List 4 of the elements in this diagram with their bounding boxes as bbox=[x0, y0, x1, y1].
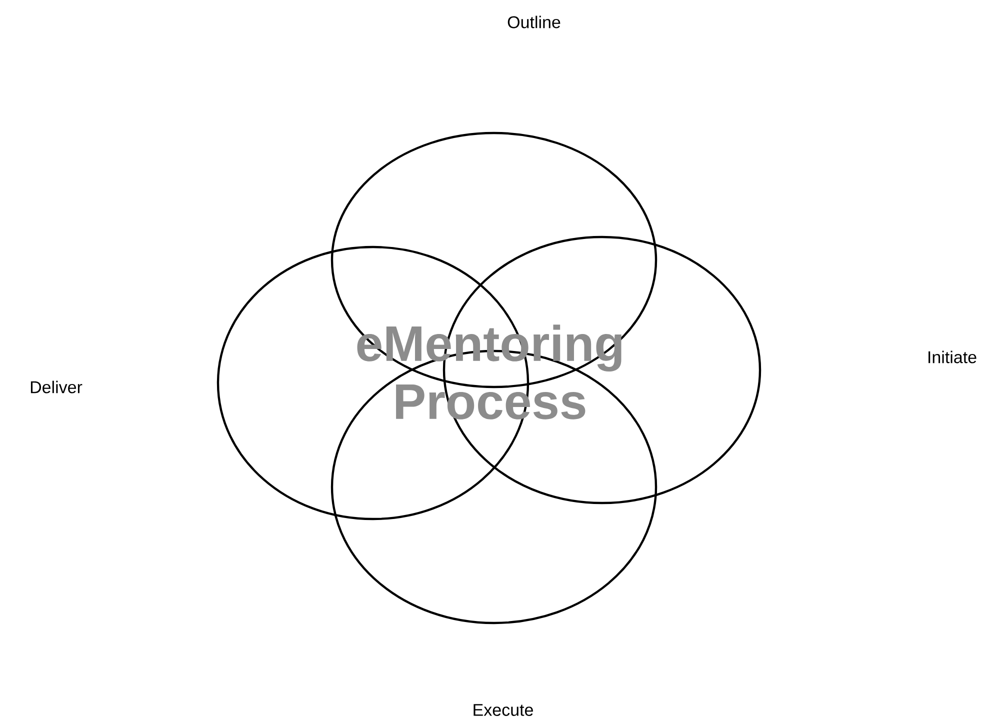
stage-label: Initiate bbox=[928, 350, 976, 364]
stage-label: Deliver bbox=[30, 380, 82, 394]
stage-label: Execute bbox=[474, 704, 533, 716]
stage-label: Outline bbox=[508, 16, 560, 28]
